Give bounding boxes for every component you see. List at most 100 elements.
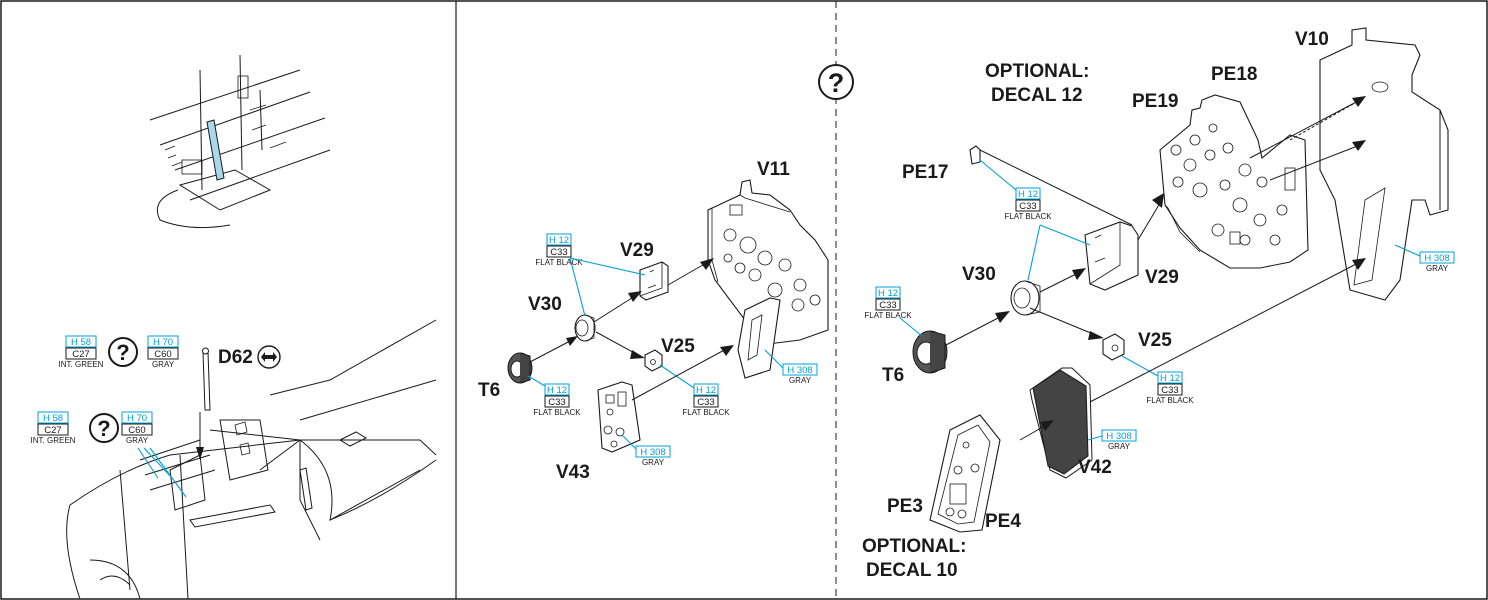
part-label-v10: V10: [1295, 29, 1329, 50]
part-label-v30: V30: [528, 294, 562, 315]
svg-text:FLAT BLACK: FLAT BLACK: [533, 408, 581, 417]
part-label-v42: V42: [1078, 457, 1112, 478]
question-circle-icon: ?: [818, 64, 854, 100]
svg-text:H 308: H 308: [1106, 431, 1131, 442]
part-t6-b: [912, 330, 948, 374]
svg-text:GRAY: GRAY: [126, 436, 149, 445]
svg-text:C27: C27: [44, 425, 61, 436]
question-circle-icon: ?: [89, 413, 119, 443]
svg-text:H 70: H 70: [127, 413, 147, 424]
svg-text:H 58: H 58: [71, 337, 91, 348]
assembly-lines-panel3: [945, 96, 1366, 441]
part-pe3-pe4: [929, 414, 1001, 533]
paint-callout-flat-black-v30-b: [1027, 224, 1091, 281]
paint-callout-flat-black-v29: H 12 C33 FLAT BLACK: [535, 233, 646, 317]
svg-text:GRAY: GRAY: [1426, 264, 1449, 273]
part-v29: [639, 261, 669, 301]
svg-text:C33: C33: [879, 300, 896, 311]
part-v42: [1029, 367, 1093, 479]
part-label-pe3: PE3: [887, 496, 923, 517]
paint-callout-gray-1: H 70 C60 GRAY: [147, 335, 179, 369]
part-label-v11: V11: [757, 159, 790, 180]
part-label-v30-b: V30: [962, 264, 996, 285]
svg-text:C33: C33: [697, 397, 714, 408]
svg-text:C33: C33: [548, 397, 565, 408]
svg-text:H 12: H 12: [1018, 189, 1038, 200]
svg-text:C33: C33: [1019, 201, 1036, 212]
fuselage-cockpit-assembly: [66, 319, 437, 600]
part-pe-instrument-panel: [1159, 94, 1309, 269]
paint-callout-flat-black-t6-b: H 12 C33 FLAT BLACK: [864, 286, 923, 337]
part-floor-housing: [737, 297, 781, 379]
svg-text:C33: C33: [1161, 385, 1178, 396]
svg-text:C60: C60: [154, 349, 171, 360]
svg-text:GRAY: GRAY: [642, 458, 665, 467]
paint-callout-flat-black-pe17: H 12 C33 FLAT BLACK: [979, 159, 1052, 221]
part-label-v29: V29: [620, 240, 654, 261]
svg-text:H 308: H 308: [1424, 253, 1449, 264]
svg-text:FLAT BLACK: FLAT BLACK: [1146, 396, 1194, 405]
arrow-both-icon: [257, 345, 281, 369]
svg-text:H 12: H 12: [549, 235, 569, 246]
svg-text:?: ?: [828, 68, 845, 98]
svg-text:FLAT BLACK: FLAT BLACK: [864, 311, 912, 320]
part-label-pe19: PE19: [1132, 91, 1178, 112]
part-label-v25: V25: [661, 336, 695, 357]
part-v30: [574, 314, 596, 342]
svg-text:GRAY: GRAY: [1108, 442, 1131, 451]
part-label-v29-b: V29: [1145, 267, 1179, 288]
part-label-t6: T6: [478, 380, 500, 401]
assembly-lines-panel2: [529, 258, 734, 401]
svg-text:FLAT BLACK: FLAT BLACK: [535, 258, 583, 267]
svg-text:H 12: H 12: [1160, 373, 1180, 384]
paint-callout-int-green-1: H 58 C27 INT. GREEN: [59, 335, 104, 369]
part-label-t6-b: T6: [882, 365, 904, 386]
svg-text:H 308: H 308: [640, 447, 665, 458]
stick-part-d62: [196, 347, 211, 460]
optional-decal-12-line1: OPTIONAL:: [985, 61, 1090, 82]
part-v30-b: [1010, 280, 1041, 316]
callout-leader-lines: [137, 447, 187, 498]
part-t6: [507, 352, 533, 384]
svg-text:H 12: H 12: [696, 385, 716, 396]
paint-callout-gray-v43: H 308 GRAY: [621, 434, 671, 467]
svg-text:H 12: H 12: [547, 385, 567, 396]
svg-text:INT. GREEN: INT. GREEN: [59, 360, 104, 369]
svg-text:INT. GREEN: INT. GREEN: [31, 436, 76, 445]
svg-text:C33: C33: [550, 247, 567, 258]
paint-callout-gray-2: H 70 C60 GRAY: [121, 411, 153, 445]
part-v11-instrument-panel: [707, 179, 829, 346]
part-v43: [597, 381, 641, 453]
paint-callout-gray-v42: H 308 GRAY: [1087, 429, 1137, 451]
part-v25-b: [1102, 333, 1125, 361]
paint-callout-gray-v11: H 308 GRAY: [764, 349, 818, 385]
part-v25: [644, 349, 663, 372]
paint-callout-flat-black-v25-b: H 12 C33 FLAT BLACK: [1121, 355, 1194, 405]
paint-callout-gray-v10: H 308 GRAY: [1394, 244, 1455, 273]
part-label-v25-b: V25: [1138, 330, 1172, 351]
optional-decal-10-line2: DECAL 10: [866, 560, 958, 581]
part-v10: [1319, 27, 1449, 301]
svg-text:H 58: H 58: [43, 413, 63, 424]
paint-callout-int-green-2: H 58 C27 INT. GREEN: [31, 411, 76, 445]
part-label-v43: V43: [556, 462, 590, 483]
svg-text:C27: C27: [72, 349, 89, 360]
part-label-pe4: PE4: [985, 511, 1021, 532]
inset-cockpit-lever: [149, 54, 331, 229]
part-pe17: [969, 145, 981, 165]
svg-text:H 308: H 308: [787, 365, 812, 376]
question-circle-icon: ?: [108, 337, 138, 367]
paint-callout-flat-black-v25: H 12 C33 FLAT BLACK: [659, 364, 730, 417]
svg-text:GRAY: GRAY: [789, 376, 812, 385]
part-label-d62: D62: [218, 347, 253, 368]
svg-text:H 12: H 12: [878, 288, 898, 299]
part-v29-b: [1084, 221, 1139, 291]
optional-decal-12-line2: DECAL 12: [991, 85, 1083, 106]
svg-text:?: ?: [116, 340, 129, 365]
optional-decal-10-line1: OPTIONAL:: [862, 536, 967, 557]
svg-text:H 70: H 70: [153, 337, 173, 348]
svg-text:?: ?: [97, 416, 110, 441]
part-label-pe18: PE18: [1211, 64, 1257, 85]
